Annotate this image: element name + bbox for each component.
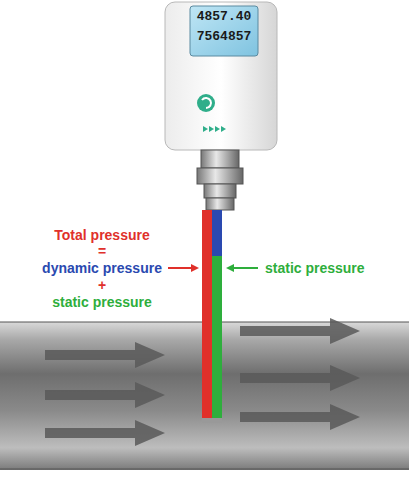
probe-tip [202,418,222,423]
logo [197,94,215,112]
dynamic-pressure-tube [212,210,222,256]
static-pressure-tube [212,256,222,420]
label: + [98,278,106,293]
total-pressure-tube [202,210,212,420]
label: static pressure [265,261,365,276]
label: static pressure [52,295,152,310]
label: dynamic pressure [42,261,162,276]
pointer-arrows [168,264,258,272]
label: = [98,244,106,259]
display [190,6,258,56]
fitting [201,150,239,168]
label: Total pressure [54,228,149,243]
sensor-housing [165,2,277,150]
display-reading: 4857.40 [197,10,252,24]
status-arrows [203,126,226,132]
display-total: 7564857 [197,30,252,44]
